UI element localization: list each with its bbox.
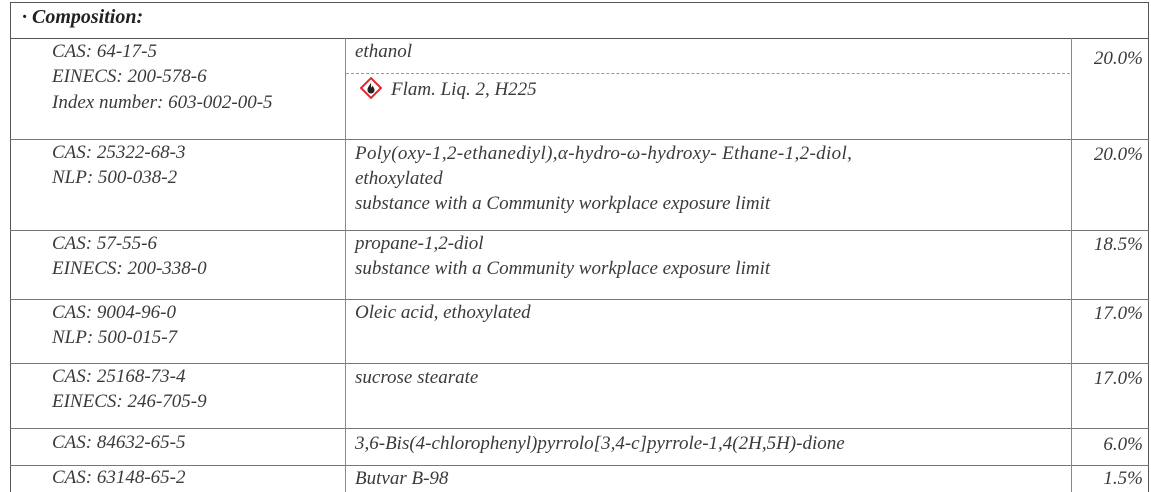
- substance-name: Poly(oxy-1,2-ethanediyl),α-hydro-ω-hydro…: [355, 143, 853, 164]
- substance-name: 3,6-Bis(4-chlorophenyl)pyrrolo[3,4-c]pyr…: [355, 433, 845, 454]
- identifier-cas: CAS: 64-17-5: [52, 41, 158, 62]
- ghs-flame-icon: [360, 77, 382, 99]
- substance-name: Oleic acid, ethoxylated: [355, 302, 531, 323]
- header-rule: [10, 38, 1149, 39]
- column-divider: [1071, 38, 1072, 492]
- identifier-index-number: Index number: 603-002-00-5: [52, 92, 273, 113]
- identifier-cas: CAS: 9004-96-0: [52, 302, 177, 323]
- row-divider: [10, 299, 1149, 300]
- substance-note: substance with a Community workplace exp…: [355, 258, 771, 279]
- substance-name: propane-1,2-diol: [355, 233, 484, 254]
- substance-name: Butvar B-98: [355, 468, 449, 489]
- row-divider: [10, 363, 1149, 364]
- concentration-percent: 17.0%: [1093, 368, 1143, 389]
- column-divider: [345, 38, 346, 492]
- concentration-percent: 20.0%: [1093, 144, 1143, 165]
- identifier-cas: CAS: 25168-73-4: [52, 366, 186, 387]
- substance-name: ethanol: [355, 41, 412, 62]
- section-title: · Composition:: [22, 6, 144, 28]
- concentration-percent: 20.0%: [1093, 48, 1143, 69]
- hazard-classification: Flam. Liq. 2, H225: [391, 79, 537, 100]
- concentration-percent: 17.0%: [1093, 303, 1143, 324]
- identifier-cas: CAS: 25322-68-3: [52, 142, 186, 163]
- identifier-cas: CAS: 63148-65-2: [52, 467, 186, 488]
- concentration-percent: 1.5%: [1103, 468, 1143, 489]
- identifier-cas: CAS: 57-55-6: [52, 233, 158, 254]
- substance-name-continued: ethoxylated: [355, 168, 443, 189]
- row-divider: [10, 428, 1149, 429]
- identifier-nlp: NLP: 500-038-2: [52, 167, 178, 188]
- identifier-einecs: EINECS: 246-705-9: [52, 391, 207, 412]
- identifier-cas: CAS: 84632-65-5: [52, 432, 186, 453]
- identifier-nlp: NLP: 500-015-7: [52, 327, 178, 348]
- row-divider: [10, 139, 1149, 140]
- concentration-percent: 18.5%: [1093, 234, 1143, 255]
- row-divider: [10, 230, 1149, 231]
- classification-separator: [346, 73, 1070, 74]
- identifier-einecs: EINECS: 200-578-6: [52, 66, 207, 87]
- identifier-einecs: EINECS: 200-338-0: [52, 258, 207, 279]
- composition-table-frame: [10, 2, 1149, 492]
- substance-note: substance with a Community workplace exp…: [355, 193, 771, 214]
- substance-name: sucrose stearate: [355, 367, 479, 388]
- row-divider: [10, 465, 1149, 466]
- concentration-percent: 6.0%: [1103, 434, 1143, 455]
